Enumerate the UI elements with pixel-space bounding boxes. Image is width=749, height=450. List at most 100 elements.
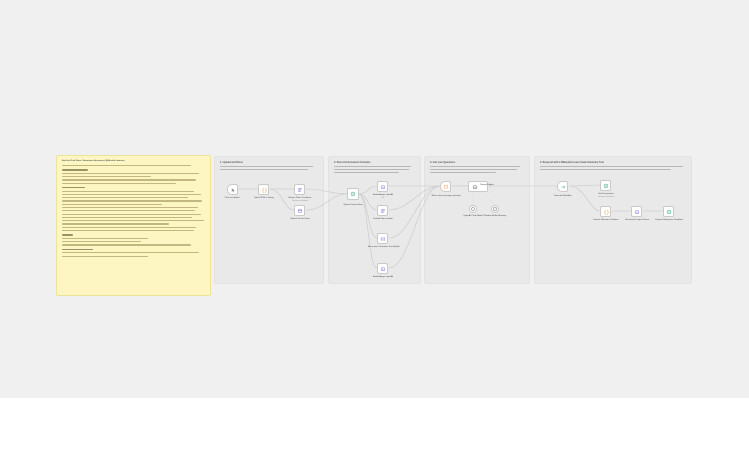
section-text-line: [430, 165, 521, 167]
extract-citations-node[interactable]: {}: [600, 206, 611, 217]
text-splitter-node[interactable]: [377, 233, 388, 244]
flow-icon: [297, 188, 302, 191]
node-label: Click to Upload: [224, 197, 240, 199]
note-text-line: [62, 193, 201, 196]
section-title: 3. Ask your Questions: [430, 161, 456, 164]
get-documents-node[interactable]: [600, 180, 611, 191]
data-loader-node[interactable]: [377, 205, 388, 216]
note-heading-line: [62, 187, 85, 189]
node-label: When chat message received: [431, 195, 461, 197]
database-icon: [666, 209, 671, 214]
split-json-node[interactable]: {}: [258, 184, 269, 195]
instructions-sticky-note[interactable]: Ask the Dish Docs: Structured document Q…: [56, 155, 211, 296]
memory-node[interactable]: [491, 205, 499, 213]
workflow-canvas[interactable]: Ask the Dish Docs: Structured document Q…: [0, 0, 749, 398]
note-text-line: [62, 172, 200, 175]
braces-icon: {}: [261, 187, 266, 192]
node-label: Qdrant Vector Store: [290, 218, 310, 220]
note-text-line: [62, 165, 191, 167]
chat-trigger-node[interactable]: [440, 181, 451, 192]
note-text-line: [62, 203, 163, 205]
node-label: Embeddings OpenAI: [372, 276, 394, 278]
node-label: Embeddings OpenAI: [372, 194, 394, 196]
robot-icon: [634, 210, 639, 214]
section-text-line: [540, 165, 684, 167]
section-text-line: [430, 168, 518, 170]
note-text-line: [62, 179, 197, 181]
node-label: Get Documents: [598, 193, 614, 195]
robot-icon: [471, 207, 475, 211]
svg-text:{}: {}: [603, 209, 608, 214]
note-text-line: [62, 210, 195, 212]
node-label: OpenAI Chat Model: [463, 215, 483, 217]
note-text-line: [62, 182, 177, 184]
section-title: 1. Upload and Parse: [220, 161, 243, 164]
section-text-line: [540, 168, 672, 170]
flow-icon: [380, 236, 385, 241]
note-text-line: [62, 216, 193, 218]
note-text-line: [62, 190, 194, 192]
database-icon: [350, 191, 356, 197]
note-heading-line: [62, 169, 88, 171]
upload-trigger-node[interactable]: [227, 184, 238, 195]
note-text-line: [62, 176, 151, 178]
section-text-line: [220, 165, 314, 167]
section-respond-summary[interactable]: 4. Respond with a Bitbucket Issue Create…: [534, 156, 692, 284]
node-label: Split JSON to String: [254, 197, 274, 199]
cursor-click-icon: [231, 187, 235, 192]
robot-icon: [380, 185, 385, 189]
database-icon: [603, 183, 608, 188]
embeddings-node[interactable]: [377, 181, 388, 192]
node-label: Extract Relevant Citations: [593, 219, 619, 221]
note-text-line: [62, 237, 148, 239]
node-label: Prepare Response Template: [655, 219, 683, 221]
node-sublabel: Get more information: [292, 200, 308, 202]
node-label: Recursive Character Text Splitter: [368, 246, 400, 248]
note-text-line: [62, 200, 203, 202]
note-text-line: [62, 213, 201, 215]
note-heading-line: [62, 248, 94, 251]
qdrant-vector-store-node[interactable]: [347, 188, 359, 200]
execute-workflow-trigger-node[interactable]: [557, 181, 568, 192]
node-label: Research Agent: [480, 184, 494, 186]
output-parser-node[interactable]: [631, 206, 642, 217]
node-sublabel: Get more information: [598, 196, 614, 198]
note-text-line: [62, 252, 200, 254]
note-title: Ask the Dish Docs: Structured document Q…: [62, 160, 125, 162]
note-text-line: [62, 226, 197, 228]
extract-text-node[interactable]: [294, 184, 305, 195]
braces-icon: {}: [603, 209, 608, 214]
memory-icon: [493, 207, 497, 211]
section-upload-parse[interactable]: 1. Upload and Parse: [214, 156, 324, 284]
section-text-line: [430, 171, 496, 173]
flow-icon: [560, 185, 565, 188]
section-title: 4. Respond with a Bitbucket Issue Create…: [540, 161, 604, 164]
embeddings-node-2[interactable]: [377, 263, 388, 274]
section-text-line: [334, 171, 399, 173]
robot-icon: [472, 185, 477, 189]
research-agent-node[interactable]: [468, 181, 488, 192]
note-text-line: [62, 220, 204, 222]
chat-bubble-icon: [443, 184, 448, 189]
section-text-line: [334, 165, 411, 167]
section-title: 2. Store the Document Contents: [334, 161, 371, 164]
note-text-line: [62, 255, 148, 257]
section-text-line: [334, 168, 409, 170]
chat-model-node[interactable]: [469, 205, 477, 213]
prepare-response-node[interactable]: [663, 206, 674, 217]
node-label: Qdrant Vector Store: [343, 204, 363, 206]
node-label: Execute Workflow: [554, 195, 572, 197]
flow-icon: [380, 209, 385, 212]
note-heading-line: [62, 234, 74, 236]
node-label: Default Data Loader: [373, 218, 393, 220]
robot-icon: [380, 267, 385, 271]
note-text-line: [62, 197, 188, 199]
note-text-line: [62, 223, 170, 225]
node-sublabel: Doc: [381, 197, 385, 199]
vector-store-node[interactable]: [294, 205, 305, 216]
note-text-line: [62, 229, 194, 232]
section-ask-questions[interactable]: 3. Ask your Questions: [424, 156, 530, 284]
section-text-line: [220, 168, 309, 170]
database-icon: [297, 208, 302, 213]
node-label: Structured Output Parser: [624, 219, 650, 221]
